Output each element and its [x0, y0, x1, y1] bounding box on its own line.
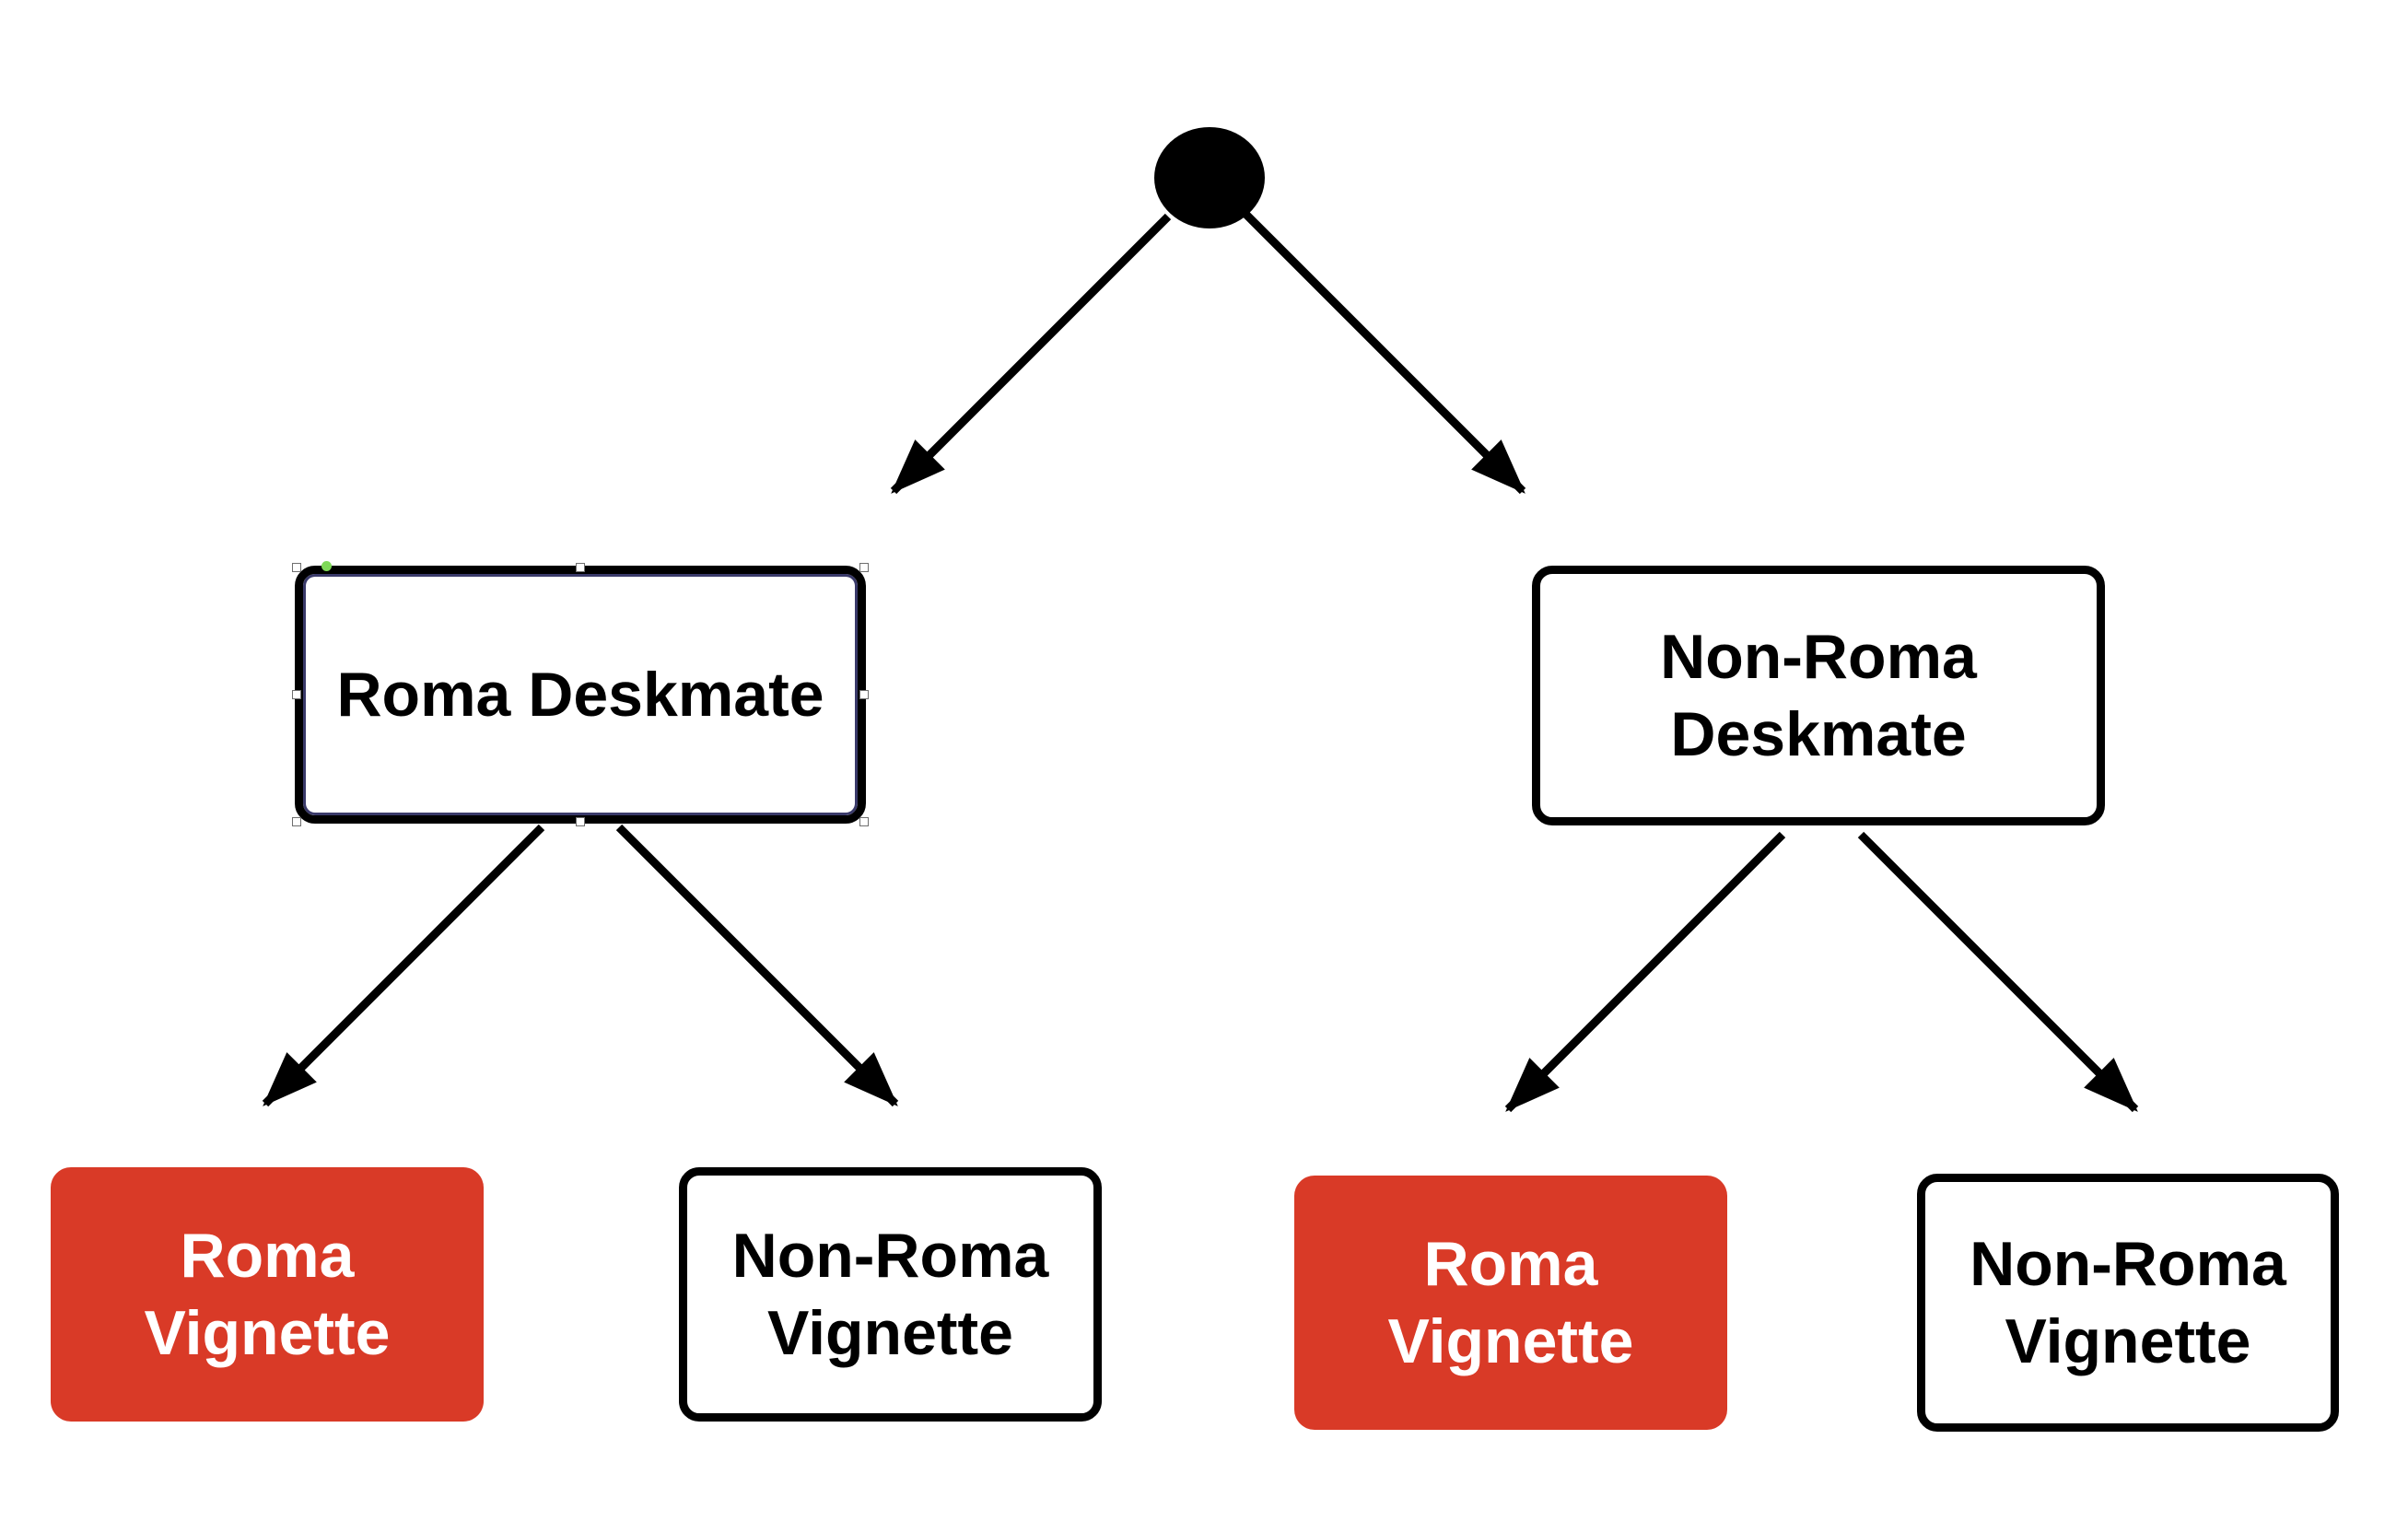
nonroma-vignette-right-node[interactable]: Non-Roma Vignette — [1917, 1174, 2339, 1432]
nonroma-deskmate-label: Non-Roma Deskmate — [1660, 622, 1977, 769]
selection-handle-middle-left[interactable] — [292, 690, 301, 699]
root-node — [1154, 127, 1265, 228]
edge-roma-deskmate-to-nonroma-vignette — [615, 824, 899, 1107]
nonroma-deskmate-node[interactable]: Non-Roma Deskmate — [1532, 566, 2105, 825]
edge-roma-deskmate-to-roma-vignette — [262, 824, 545, 1107]
edge-nonroma-deskmate-to-roma-vignette — [1504, 831, 1786, 1113]
nonroma-vignette-right-label: Non-Roma Vignette — [1970, 1229, 2286, 1376]
edge-root-to-roma-deskmate — [890, 213, 1172, 495]
selection-handle-top-right[interactable] — [859, 563, 869, 572]
roma-vignette-left-label: Roma Vignette — [144, 1221, 391, 1368]
roma-vignette-left-node[interactable]: Roma Vignette — [51, 1167, 484, 1422]
roma-deskmate-node[interactable]: Roma Deskmate — [295, 566, 866, 824]
selection-handle-bottom-right[interactable] — [859, 817, 869, 826]
selection-handle-bottom-middle[interactable] — [576, 817, 585, 826]
selection-handle-top-middle[interactable] — [576, 563, 585, 572]
selection-handle-top-left[interactable] — [292, 563, 301, 572]
corner-radius-handle[interactable] — [321, 561, 332, 571]
selection-handle-bottom-left[interactable] — [292, 817, 301, 826]
selection-handle-middle-right[interactable] — [859, 690, 869, 699]
roma-vignette-right-label: Roma Vignette — [1387, 1229, 1634, 1376]
roma-deskmate-label: Roma Deskmate — [336, 660, 824, 730]
nonroma-vignette-left-label: Non-Roma Vignette — [731, 1221, 1049, 1368]
nonroma-vignette-left-node[interactable]: Non-Roma Vignette — [679, 1167, 1102, 1422]
edge-nonroma-deskmate-to-nonroma-vignette — [1857, 831, 2139, 1113]
edge-root-to-nonroma-deskmate — [1243, 211, 1526, 495]
roma-vignette-right-node[interactable]: Roma Vignette — [1294, 1176, 1727, 1430]
